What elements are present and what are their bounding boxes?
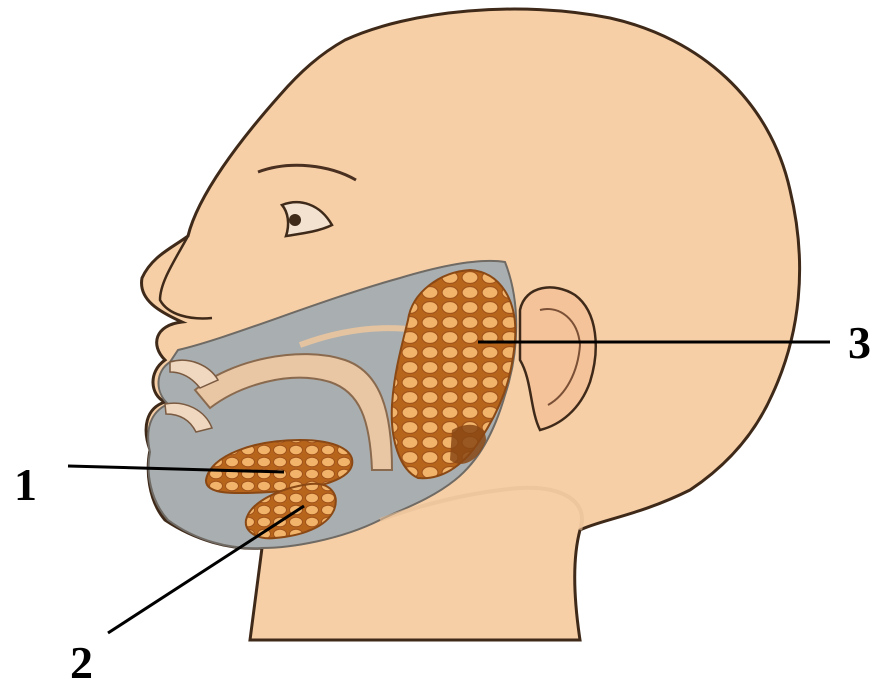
eye-pupil	[289, 214, 301, 226]
callout-label-3: 3	[848, 317, 871, 368]
callout-label-1: 1	[14, 459, 37, 510]
callout-label-2: 2	[70, 637, 93, 686]
